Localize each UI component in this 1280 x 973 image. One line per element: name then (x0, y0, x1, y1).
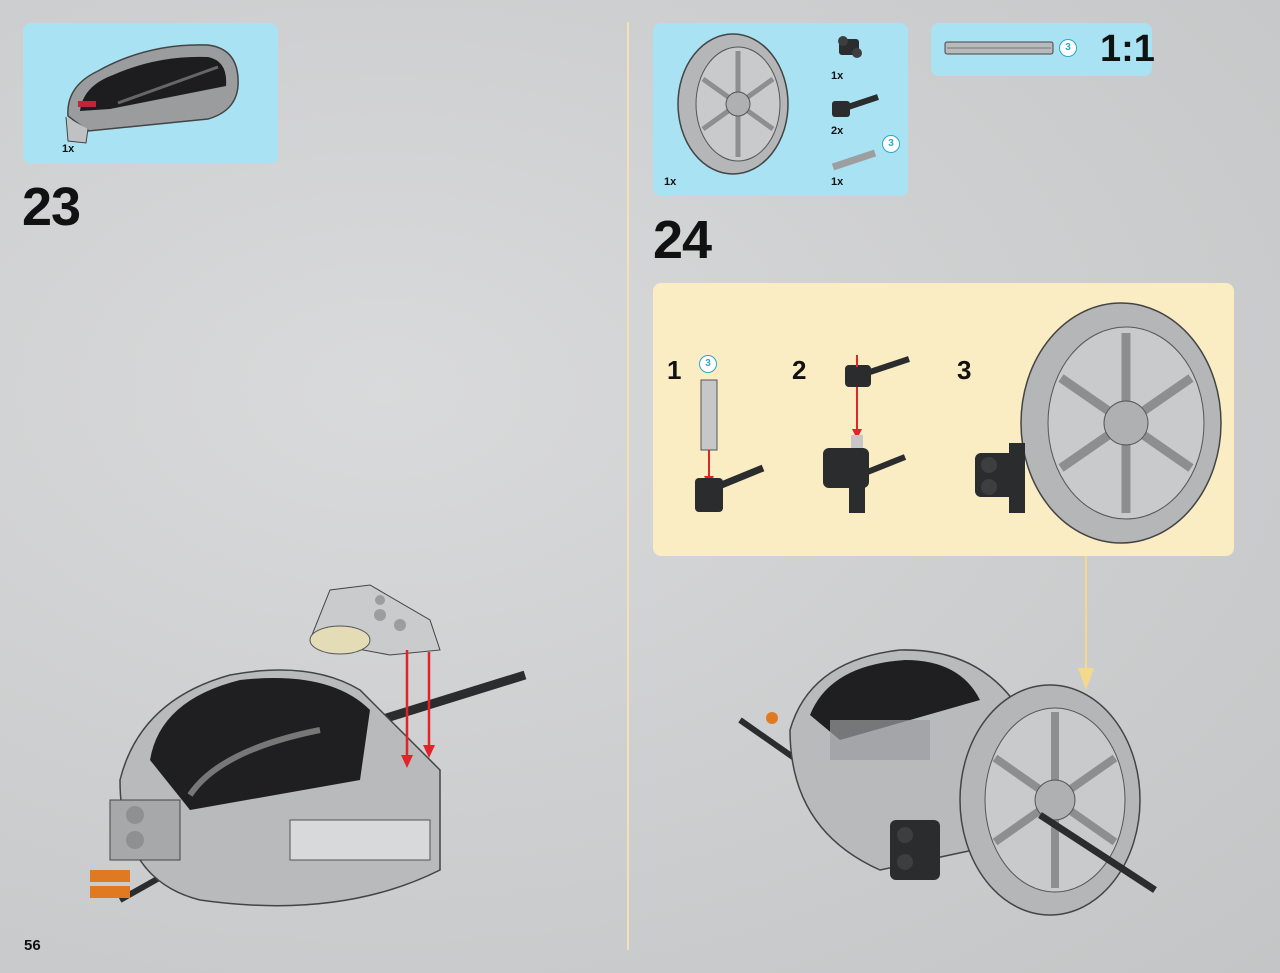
part-qty: 2x (831, 125, 844, 137)
part-qty: 1x (831, 176, 844, 188)
scale-label: 1:1 (1100, 28, 1155, 70)
connector-small-icon (838, 36, 862, 58)
callout-arrow-icon (1078, 556, 1094, 690)
part-qty: 1x (831, 70, 844, 82)
model-assembly-step-24-icon (738, 649, 1157, 916)
part-qty: 1x (664, 176, 677, 188)
axle-length-badge: 3 (699, 355, 717, 373)
substep-box: 1 2 3 3 (653, 283, 1234, 556)
substep-number: 2 (792, 355, 807, 385)
step-number-23: 23 (22, 177, 81, 237)
page-divider (627, 22, 629, 950)
substep-number: 1 (667, 355, 682, 385)
connector-axle-icon (832, 94, 879, 117)
substep-3-wheel-icon (975, 302, 1222, 544)
parts-list-step-23: 1x (23, 23, 278, 164)
scale-callout: 3 (931, 23, 1152, 76)
step-number-24: 24 (653, 210, 712, 270)
axle-length-badge: 3 (1059, 39, 1077, 57)
substep-1-icon (695, 379, 765, 512)
model-assembly-step-23-icon (90, 584, 527, 907)
axle-ruler-icon (944, 41, 1054, 55)
part-qty: 1x (62, 143, 75, 155)
cockpit-canopy-icon (65, 44, 239, 144)
substep-number: 3 (957, 355, 972, 385)
page-number: 56 (24, 937, 41, 954)
axle-length-badge: 3 (882, 135, 900, 153)
wheel-rim-icon (677, 33, 789, 175)
parts-list-step-24: 1x 1x 2x 3 1x (653, 23, 908, 196)
substep-2-icon (823, 355, 910, 513)
axle-3-icon (831, 149, 877, 171)
